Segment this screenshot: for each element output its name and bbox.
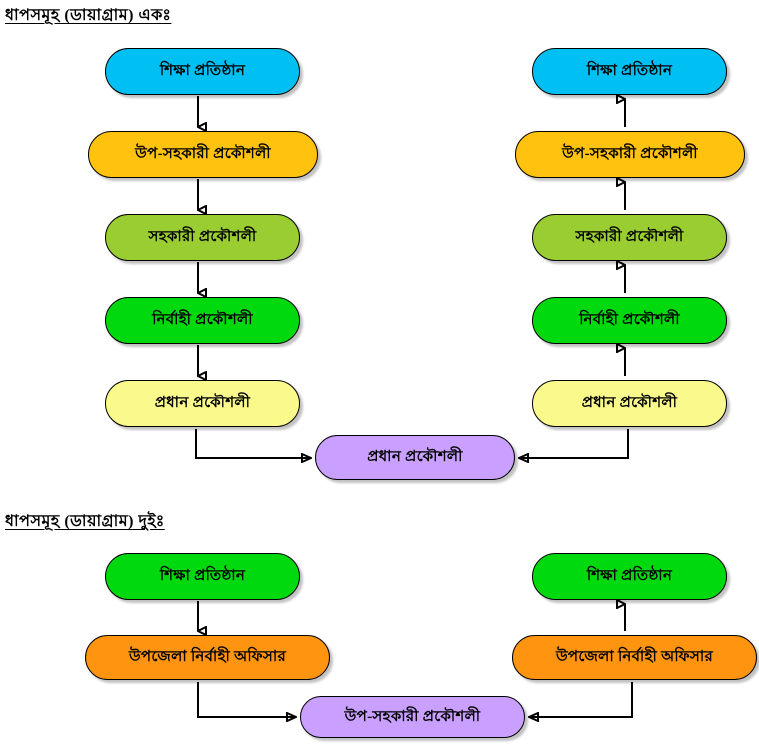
node-label: উপ-সহকারী প্রকৌশলী bbox=[344, 708, 481, 725]
node-d1-right-sub-assistant-engineer[interactable]: উপ-সহকারী প্রকৌশলী bbox=[515, 131, 745, 178]
node-label: প্রধান প্রকৌশলী bbox=[154, 395, 251, 411]
node-d1-left-chief-engineer[interactable]: প্রধান প্রকৌশলী bbox=[105, 380, 300, 427]
node-d2-left-institution[interactable]: শিক্ষা প্রতিষ্ঠান bbox=[105, 553, 300, 600]
node-d2-right-institution[interactable]: শিক্ষা প্রতিষ্ঠান bbox=[532, 553, 727, 600]
node-d1-left-executive-engineer[interactable]: নির্বাহী প্রকৌশলী bbox=[105, 297, 300, 344]
node-d2-terminal-sub-assistant-engineer[interactable]: উপ-সহকারী প্রকৌশলী bbox=[300, 696, 525, 738]
node-label: উপজেলা নির্বাহী অফিসার bbox=[555, 649, 714, 665]
node-label: শিক্ষা প্রতিষ্ঠান bbox=[586, 568, 673, 584]
arrow-d1-left-to-terminal bbox=[195, 429, 311, 458]
node-label: সহকারী প্রকৌশলী bbox=[148, 229, 257, 245]
diagram-one-title: ধাপসমূহ (ডায়াগ্রাম) একঃ bbox=[5, 7, 172, 24]
node-label: সহকারী প্রকৌশলী bbox=[575, 229, 684, 245]
node-label: শিক্ষা প্রতিষ্ঠান bbox=[159, 63, 246, 79]
node-label: শিক্ষা প্রতিষ্ঠান bbox=[159, 568, 246, 584]
node-label: প্রধান প্রকৌশলী bbox=[367, 449, 463, 465]
node-d1-left-sub-assistant-engineer[interactable]: উপ-সহকারী প্রকৌশলী bbox=[88, 131, 318, 178]
node-label: শিক্ষা প্রতিষ্ঠান bbox=[586, 63, 673, 79]
node-d1-right-chief-engineer[interactable]: প্রধান প্রকৌশলী bbox=[532, 380, 727, 427]
arrow-d2-left-to-terminal bbox=[197, 682, 296, 717]
node-label: প্রধান প্রকৌশলী bbox=[581, 395, 678, 411]
node-label: নির্বাহী প্রকৌশলী bbox=[579, 312, 680, 328]
node-label: নির্বাহী প্রকৌশলী bbox=[152, 312, 253, 328]
node-d2-left-upazila-executive-officer[interactable]: উপজেলা নির্বাহী অফিসার bbox=[85, 635, 330, 680]
node-label: উপজেলা নির্বাহী অফিসার bbox=[128, 649, 287, 665]
arrow-d1-right-to-terminal bbox=[519, 429, 629, 458]
node-d1-left-institution[interactable]: শিক্ষা প্রতিষ্ঠান bbox=[105, 48, 300, 95]
node-label: উপ-সহকারী প্রকৌশলী bbox=[135, 146, 271, 162]
diagram-two-title: ধাপসমূহ (ডায়াগ্রাম) দুইঃ bbox=[5, 513, 165, 530]
node-d2-right-upazila-executive-officer[interactable]: উপজেলা নির্বাহী অফিসার bbox=[512, 635, 757, 680]
node-d1-right-institution[interactable]: শিক্ষা প্রতিষ্ঠান bbox=[532, 48, 727, 95]
node-d1-right-assistant-engineer[interactable]: সহকারী প্রকৌশলী bbox=[532, 214, 727, 261]
node-d1-left-assistant-engineer[interactable]: সহকারী প্রকৌশলী bbox=[105, 214, 300, 261]
node-d1-right-executive-engineer[interactable]: নির্বাহী প্রকৌশলী bbox=[532, 297, 727, 344]
node-d1-terminal-chief-engineer[interactable]: প্রধান প্রকৌশলী bbox=[315, 435, 515, 480]
arrow-d2-right-to-terminal bbox=[529, 682, 633, 717]
node-label: উপ-সহকারী প্রকৌশলী bbox=[562, 146, 698, 162]
